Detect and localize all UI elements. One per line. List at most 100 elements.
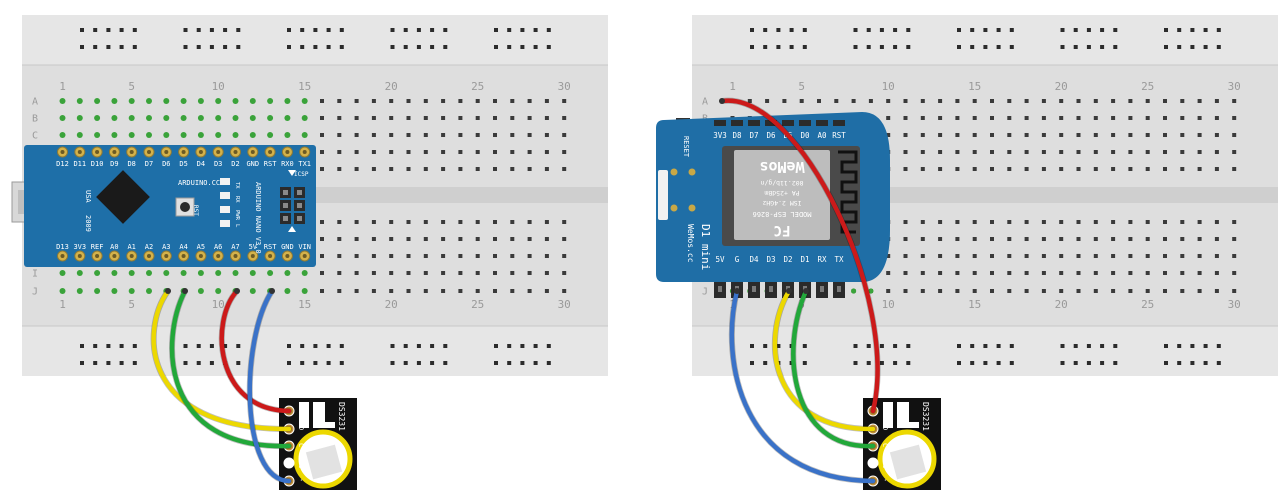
grid-hole — [1007, 254, 1012, 258]
rail-hole — [390, 28, 395, 32]
grid-hole — [406, 289, 411, 293]
rail-hole — [326, 361, 331, 365]
rtc-pin-label: D — [881, 426, 889, 430]
grid-hole — [458, 116, 463, 120]
grid-hole — [1024, 99, 1029, 103]
rail-hole — [802, 28, 807, 32]
rail-hole — [853, 361, 858, 365]
grid-hole — [371, 237, 376, 241]
grid-hole — [1007, 150, 1012, 154]
grid-hole — [389, 220, 394, 224]
grid-hole — [1093, 116, 1098, 120]
grid-hole — [886, 254, 891, 258]
grid-hole — [1232, 289, 1237, 293]
header-pin-hole — [181, 254, 186, 258]
grid-hole — [1163, 271, 1167, 275]
grid-hole — [1007, 271, 1012, 275]
col-label: 5 — [128, 80, 135, 93]
pin-label: 3V3 — [73, 243, 86, 251]
rst-label: RST — [192, 205, 199, 216]
col-label: 25 — [471, 298, 484, 311]
grid-hole — [799, 99, 804, 103]
grid-hole — [371, 271, 376, 275]
grid-hole — [1145, 99, 1150, 103]
reset-button-cap[interactable] — [180, 202, 190, 212]
connected-hole — [163, 132, 170, 138]
grid-hole — [1041, 150, 1046, 154]
rail-hole — [1100, 361, 1105, 365]
connected-hole — [76, 270, 83, 276]
grid-hole — [972, 167, 977, 171]
header-pin-hole — [164, 254, 169, 258]
rail-hole — [1113, 45, 1118, 49]
header-pin-hole — [164, 150, 169, 154]
rail-hole — [106, 361, 111, 365]
nano-pcb — [24, 145, 316, 267]
grid-hole — [1093, 254, 1098, 258]
grid-hole — [1128, 220, 1133, 224]
grid-hole — [1163, 289, 1167, 293]
rail-hole — [789, 28, 794, 32]
rail-hole — [789, 45, 794, 49]
grid-hole — [1214, 237, 1219, 241]
pin-label: A0 — [110, 243, 118, 251]
rail-hole — [1100, 344, 1105, 348]
rail-hole — [1100, 28, 1105, 32]
grid-hole — [1180, 237, 1185, 241]
grid-hole — [389, 271, 394, 275]
connected-hole — [76, 98, 83, 104]
rail-hole — [957, 45, 961, 49]
grid-hole — [475, 237, 480, 241]
connected-hole — [284, 288, 291, 294]
connected-hole — [146, 270, 152, 276]
rail-hole — [996, 344, 1001, 348]
board-site: WeMos.cc — [686, 224, 695, 263]
connected-hole — [301, 132, 308, 138]
rail-hole — [1177, 45, 1182, 49]
rail-hole — [866, 45, 871, 49]
grid-hole — [406, 220, 411, 224]
grid-hole — [920, 133, 925, 137]
rail-hole — [750, 45, 754, 49]
rail-hole — [1073, 45, 1078, 49]
grid-hole — [955, 289, 960, 293]
rail-hole — [313, 28, 318, 32]
grid-hole — [544, 150, 549, 154]
connected-hole — [301, 288, 308, 294]
rail-hole — [132, 28, 137, 32]
grid-hole — [920, 99, 925, 103]
rail-hole — [80, 344, 84, 348]
grid-hole — [354, 271, 359, 275]
rail-hole — [106, 344, 111, 348]
wire-blue-gnd — [729, 288, 876, 484]
rail-hole — [906, 344, 911, 348]
grid-hole — [527, 289, 532, 293]
grid-hole — [1076, 150, 1081, 154]
grid-hole — [1180, 116, 1185, 120]
rail-hole — [403, 361, 408, 365]
grid-hole — [562, 167, 567, 171]
wire-endpoint — [786, 288, 792, 294]
grid-hole — [1076, 167, 1081, 171]
connected-hole — [180, 270, 187, 276]
battery-clip — [889, 444, 927, 480]
grid-hole — [544, 167, 549, 171]
wire-endpoint — [165, 288, 171, 294]
rail-hole — [430, 28, 435, 32]
rail-hole — [196, 361, 201, 365]
header-pin-hole — [112, 150, 117, 154]
connected-hole — [128, 270, 135, 276]
grid-hole — [1076, 133, 1081, 137]
rail-hole — [209, 28, 214, 32]
connected-hole — [215, 98, 222, 104]
rail-hole — [906, 45, 911, 49]
grid-hole — [1145, 116, 1150, 120]
rail-hole — [1216, 344, 1221, 348]
connected-hole — [128, 98, 135, 104]
header-pin-hole — [216, 150, 221, 154]
row-label: J — [32, 287, 38, 298]
grid-hole — [458, 220, 463, 224]
rail-hole — [1216, 28, 1221, 32]
grid-hole — [1163, 167, 1167, 171]
